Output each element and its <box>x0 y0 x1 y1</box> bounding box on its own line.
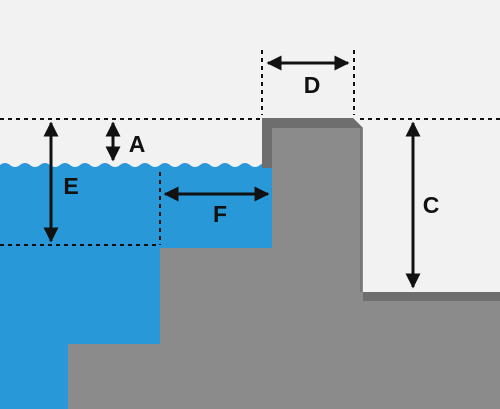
label-a: A <box>129 131 146 157</box>
label-c: C <box>423 192 440 218</box>
crest-edge <box>262 118 363 168</box>
concrete-structure <box>68 118 500 409</box>
label-f: F <box>213 201 227 227</box>
label-d: D <box>304 72 321 98</box>
dimension-arrows <box>43 55 421 289</box>
water-body <box>0 163 272 248</box>
label-e: E <box>63 173 78 199</box>
water-lower <box>0 248 70 409</box>
reference-lines <box>0 50 500 246</box>
water-lower-step <box>60 248 160 344</box>
ledge-edge <box>363 292 500 301</box>
